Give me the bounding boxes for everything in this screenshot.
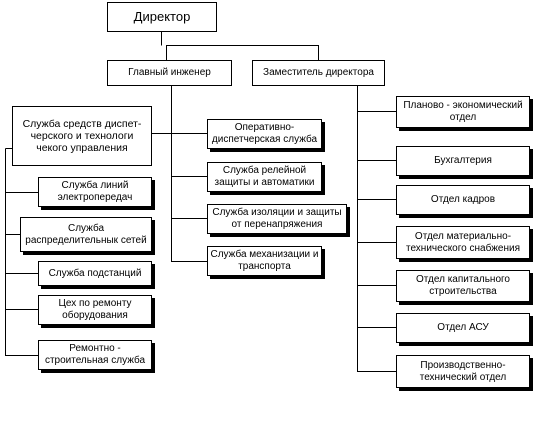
- dispatch-control-service-box: Служба средств диспет- черского и технол…: [12, 106, 152, 166]
- deputy-director-box: Заместитель директора: [252, 60, 385, 86]
- asu-department-box: Отдел АСУ: [396, 313, 530, 343]
- distribution-networks-service-box: Служба распределительнык сетей: [20, 217, 152, 252]
- mechanization-transport-service-box: Служба механизации и транспорта: [207, 246, 322, 276]
- capital-construction-department-box: Отдел капитального строительства: [396, 270, 530, 302]
- equipment-repair-shop-box: Цех по ремонту оборудования: [38, 295, 152, 325]
- material-supply-department-box: Отдел материально- технического снабжени…: [396, 226, 530, 259]
- hr-department-box: Отдел кадров: [396, 185, 530, 215]
- planning-economic-department-box: Планово - экономический отдел: [396, 96, 530, 128]
- operative-dispatch-service-box: Оперативно- диспетчерская служба: [207, 119, 322, 149]
- director-box: Директор: [107, 2, 217, 32]
- production-technical-department-box: Производственно- технический отдел: [396, 355, 530, 388]
- substations-service-box: Служба подстанций: [38, 261, 152, 286]
- accounting-box: Бухгалтерия: [396, 146, 530, 176]
- repair-construction-service-box: Ремонтно - строительная служба: [38, 340, 152, 370]
- relay-protection-service-box: Служба релейной защиты и автоматики: [207, 162, 322, 192]
- chief-engineer-box: Главный инженер: [107, 60, 232, 86]
- power-lines-service-box: Служба линий электропередач: [38, 177, 152, 207]
- insulation-protection-service-box: Служба изоляции и защиты от перенапряжен…: [207, 204, 347, 234]
